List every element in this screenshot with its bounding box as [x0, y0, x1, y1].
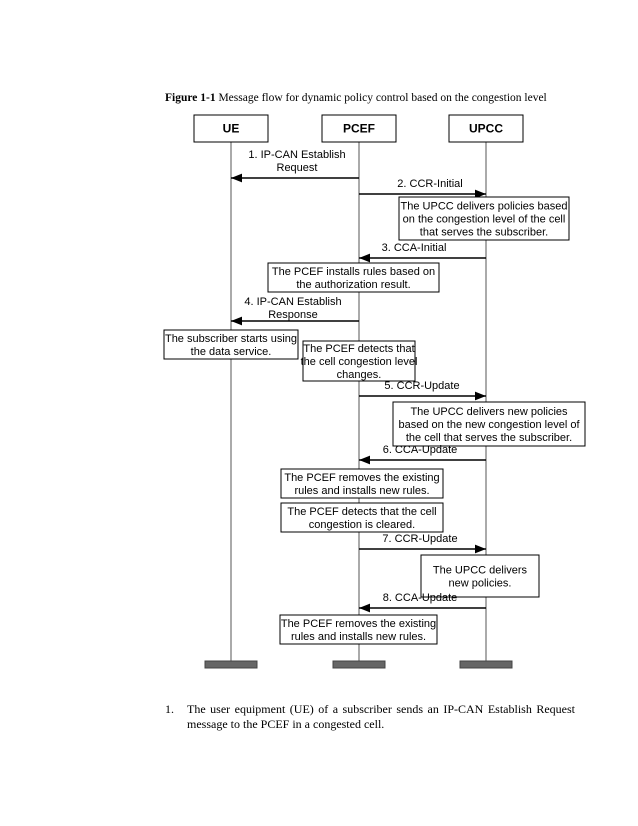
note-text: The subscriber starts using	[165, 333, 297, 345]
actor-box	[448, 114, 524, 143]
note-box	[420, 554, 540, 598]
message-label: 1. IP-CAN Establish	[248, 149, 345, 161]
note-text: rules and installs new rules.	[294, 485, 429, 497]
actor-box	[321, 114, 397, 143]
footnote: 1. The user equipment (UE) of a subscrib…	[165, 702, 575, 732]
note-text: The UPCC delivers new policies	[410, 406, 568, 418]
message-label: 3. CCA-Initial	[382, 242, 447, 254]
note-text: on the congestion level of the cell	[403, 214, 566, 226]
note-text: congestion is cleared.	[309, 519, 415, 531]
figure-caption: Figure 1-1 Message flow for dynamic poli…	[165, 92, 585, 104]
actor-ue: UE	[193, 114, 269, 143]
note-text: The UPCC delivers policies based	[401, 201, 568, 213]
note-box	[280, 502, 444, 533]
lifeline-end-pcef	[332, 660, 386, 669]
note-text: The UPCC delivers	[433, 565, 528, 577]
note-box	[279, 614, 438, 645]
note-box	[280, 468, 444, 499]
lifeline-end-ue	[204, 660, 258, 669]
note-text: rules and installs new rules.	[291, 631, 426, 643]
figure-caption-text: Message flow for dynamic policy control …	[215, 92, 547, 104]
figure-label: Figure 1-1	[165, 92, 216, 104]
message-label: Response	[268, 309, 318, 321]
message-label: 5. CCR-Update	[384, 380, 459, 392]
message-label: Request	[277, 162, 318, 174]
note-box	[392, 401, 586, 447]
message-label: 7. CCR-Update	[382, 533, 457, 545]
message-9: 5. CCR-Update	[359, 380, 486, 401]
note-text: the cell that serves the subscriber.	[406, 432, 572, 444]
footnote-number: 1.	[165, 702, 174, 716]
note-text: The PCEF detects that	[303, 343, 414, 355]
message-label: 2. CCR-Initial	[397, 178, 462, 190]
message-2: 2. CCR-Initial	[359, 178, 486, 199]
actor-label: UE	[223, 122, 240, 136]
note-text: The PCEF removes the existing	[281, 618, 436, 630]
note-text: new policies.	[449, 578, 512, 590]
note-box	[267, 262, 440, 293]
note-text: The PCEF detects that the cell	[287, 506, 436, 518]
note-text: the data service.	[191, 346, 272, 358]
message-label: 4. IP-CAN Establish	[244, 296, 341, 308]
actor-upcc: UPCC	[448, 114, 524, 143]
message-label: 6. CCA-Update	[383, 444, 458, 456]
message-11: 6. CCA-Update	[359, 444, 486, 465]
actor-label: PCEF	[343, 122, 375, 136]
note-13: The PCEF detects that the cellcongestion…	[280, 502, 444, 533]
lifeline-end-upcc	[459, 660, 513, 669]
note-text: the authorization result.	[296, 279, 410, 291]
note-box	[302, 340, 416, 382]
actor-pcef: PCEF	[321, 114, 397, 143]
note-text: based on the new congestion level of	[398, 419, 580, 431]
note-text: The PCEF removes the existing	[284, 472, 439, 484]
message-16: 8. CCA-Update	[359, 592, 486, 613]
message-label: 8. CCA-Update	[383, 592, 458, 604]
note-text: the cell congestion level	[301, 356, 418, 368]
message-14: 7. CCR-Update	[359, 533, 486, 554]
note-text: changes.	[337, 369, 382, 381]
footnote-text: The user equipment (UE) of a subscriber …	[187, 702, 575, 731]
note-box	[163, 329, 299, 360]
note-text: that serves the subscriber.	[420, 227, 548, 239]
actor-label: UPCC	[469, 122, 503, 136]
note-box	[398, 196, 570, 241]
actor-box	[193, 114, 269, 143]
message-4: 3. CCA-Initial	[359, 242, 486, 263]
note-text: The PCEF installs rules based on	[272, 266, 435, 278]
